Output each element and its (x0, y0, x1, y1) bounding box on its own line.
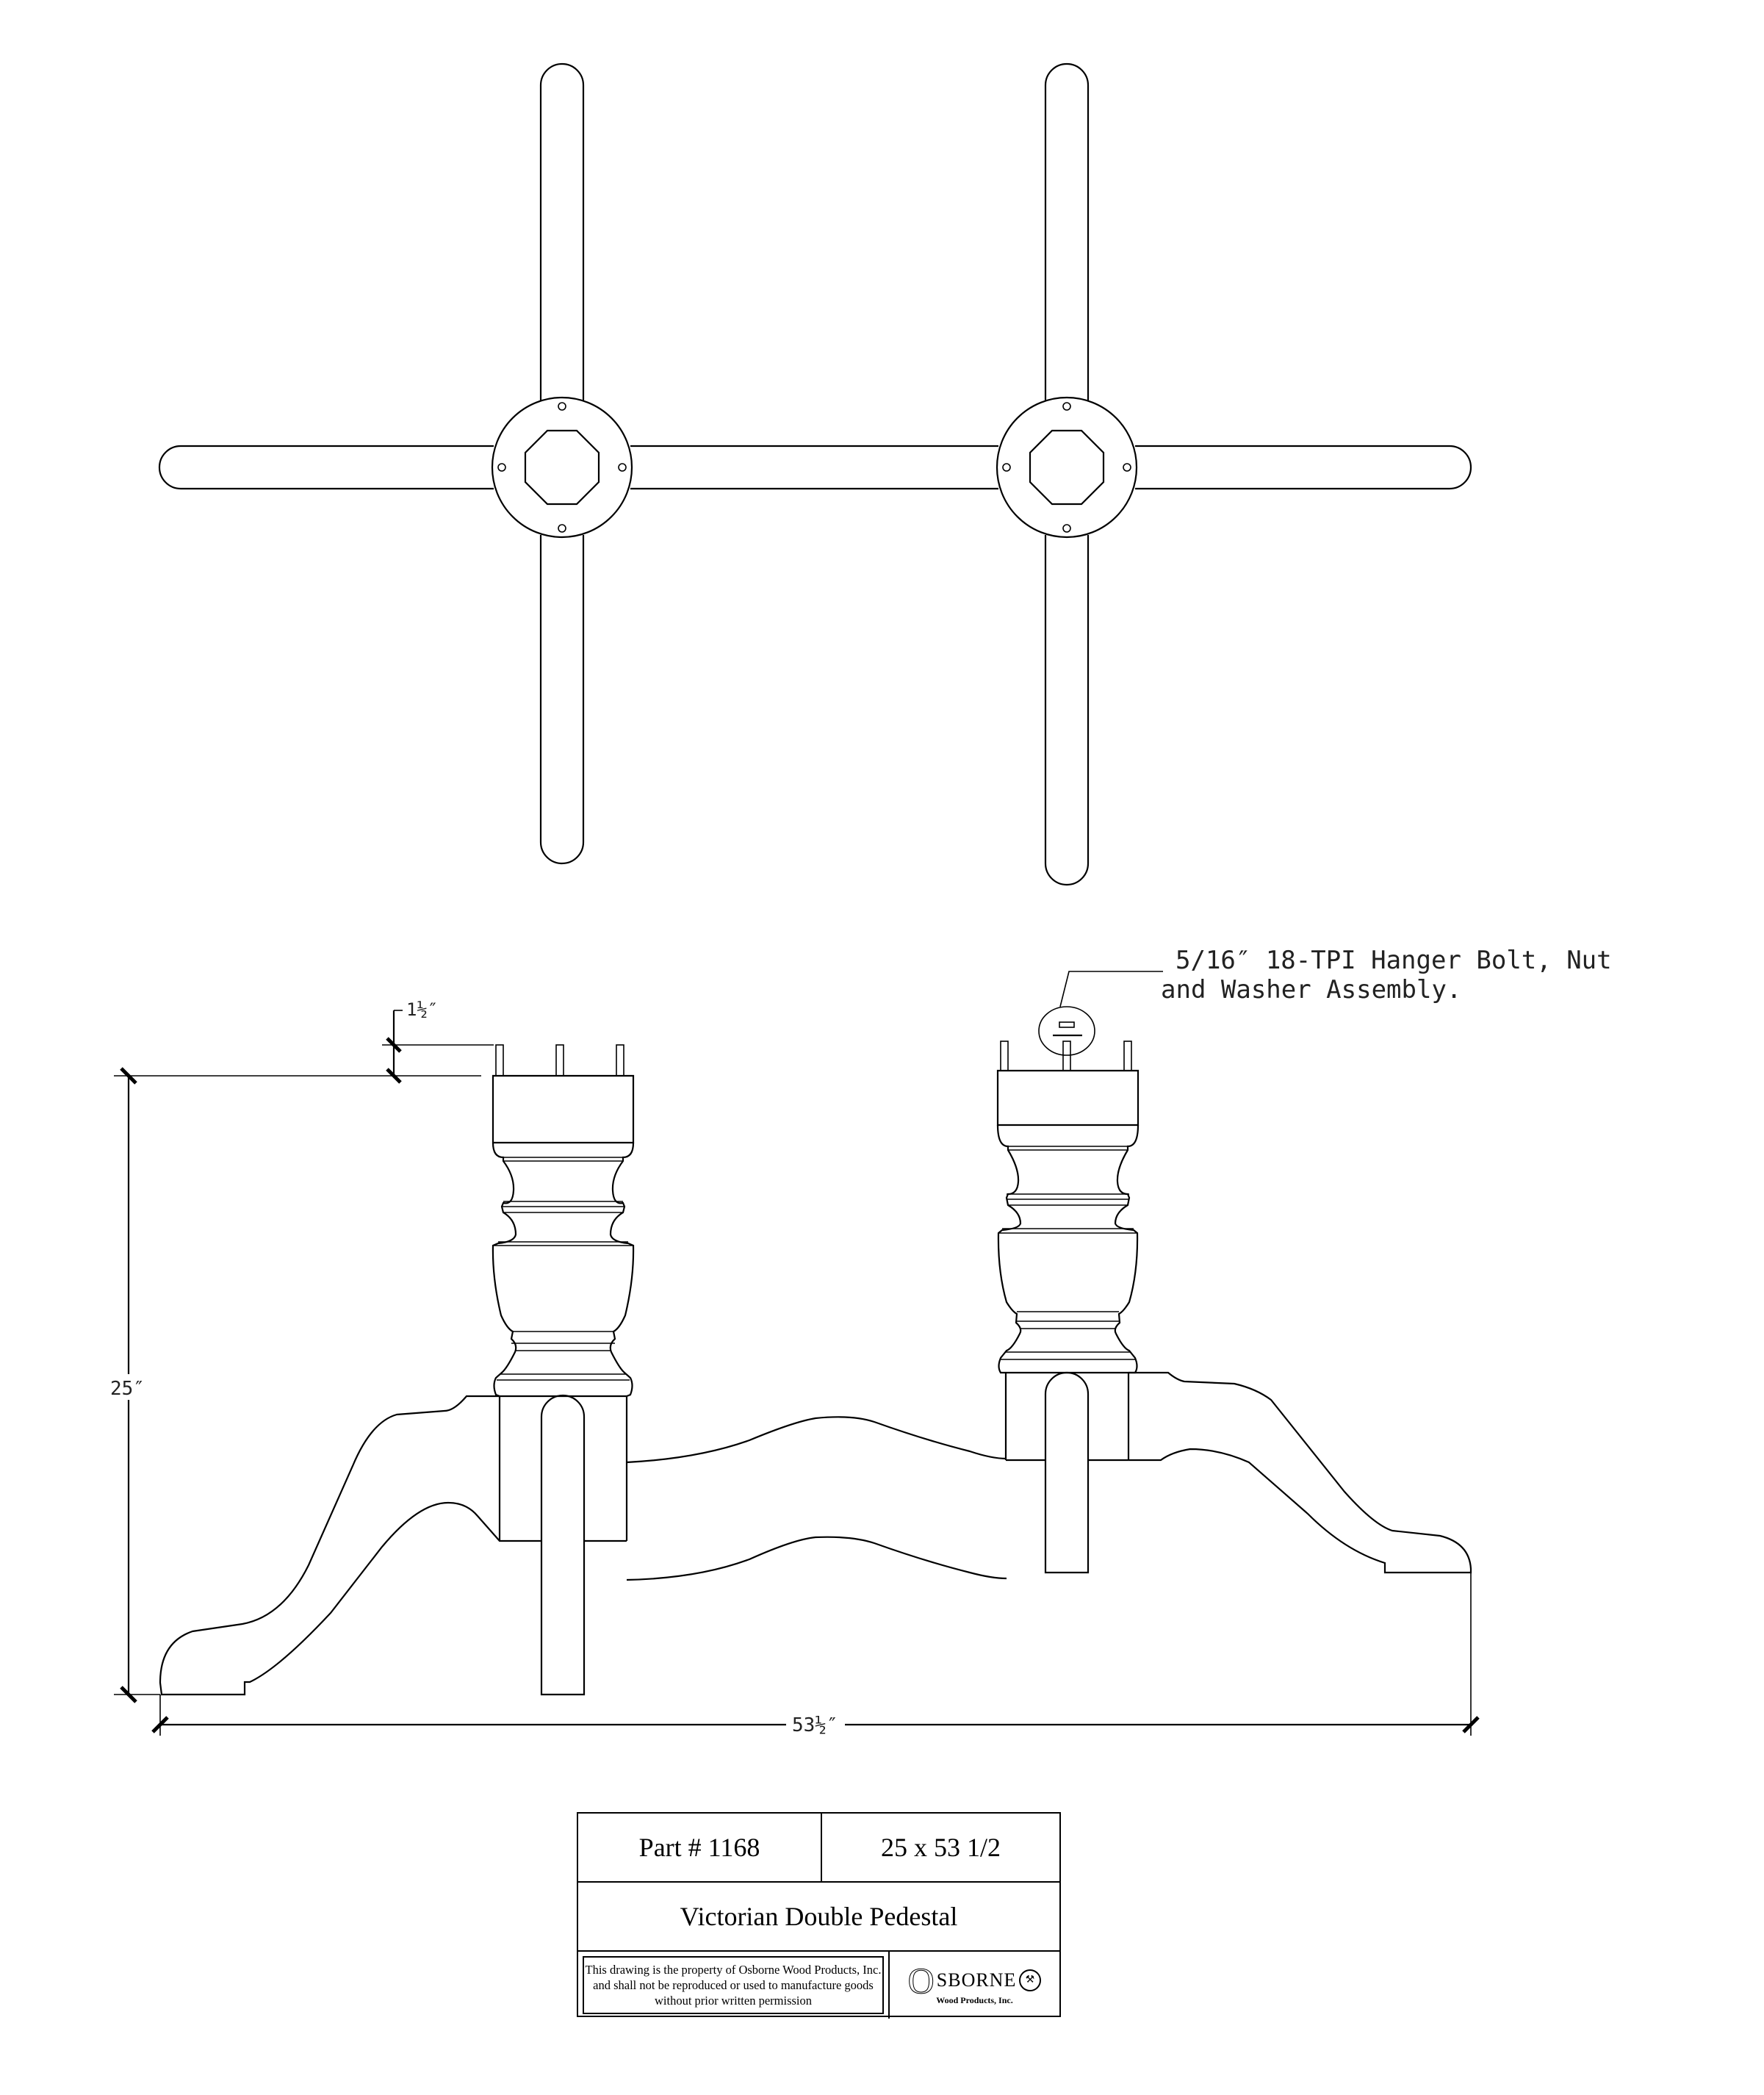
width-dimension-label: 53½″ (792, 1714, 838, 1736)
pedestal-left-front (159, 1044, 635, 1696)
bolt-dimension-label: 1½″ (406, 999, 438, 1020)
title-block: Part # 1168 25 x 53 1/2 Victorian Double… (577, 1812, 1061, 2019)
part-name: Victorian Double Pedestal (578, 1883, 1059, 1952)
dimension-bolt: 1½″ (382, 999, 494, 1084)
callout-line-2: and Washer Assembly. (1161, 975, 1461, 1005)
hammer-icon: ⚒ (1019, 1969, 1042, 1991)
top-view (158, 62, 1472, 886)
height-dimension-label: 25″ (110, 1378, 145, 1400)
title-block-row-1: Part # 1168 25 x 53 1/2 (578, 1814, 1059, 1883)
title-block-row-3: This drawing is the property of Osborne … (578, 1952, 1059, 2019)
copyright-notice: This drawing is the property of Osborne … (583, 1956, 884, 2014)
part-number: Part # 1168 (578, 1814, 822, 1881)
stretcher (626, 1416, 1007, 1581)
part-size: 25 x 53 1/2 (880, 1833, 1001, 1862)
callout-line-1: 5/16″ 18-TPI Hanger Bolt, Nut (1176, 946, 1612, 975)
logo-subtitle: Wood Products, Inc. (936, 1995, 1013, 2005)
logo-wordmark: O SBORNE ⚒ (907, 1960, 1042, 2001)
pedestal-left-top (158, 62, 998, 865)
pedestal-right-top (996, 62, 1472, 886)
dimension-width: 53½″ (151, 1573, 1480, 1736)
dimension-height: 25″ (110, 1067, 481, 1703)
front-elevation: 25″ 1½″ 53½″ 5/16″ 18-TPI Hanger Bolt, N… (110, 946, 1612, 1736)
osborne-logo: O SBORNE ⚒ Wood Products, Inc. (888, 1952, 1059, 2019)
logo-name-text: SBORNE (936, 1969, 1017, 1991)
pedestal-right-front (996, 971, 1472, 1574)
hanger-bolt-callout: 5/16″ 18-TPI Hanger Bolt, Nut and Washer… (1161, 946, 1612, 1005)
logo-initial: O (907, 1960, 935, 2001)
